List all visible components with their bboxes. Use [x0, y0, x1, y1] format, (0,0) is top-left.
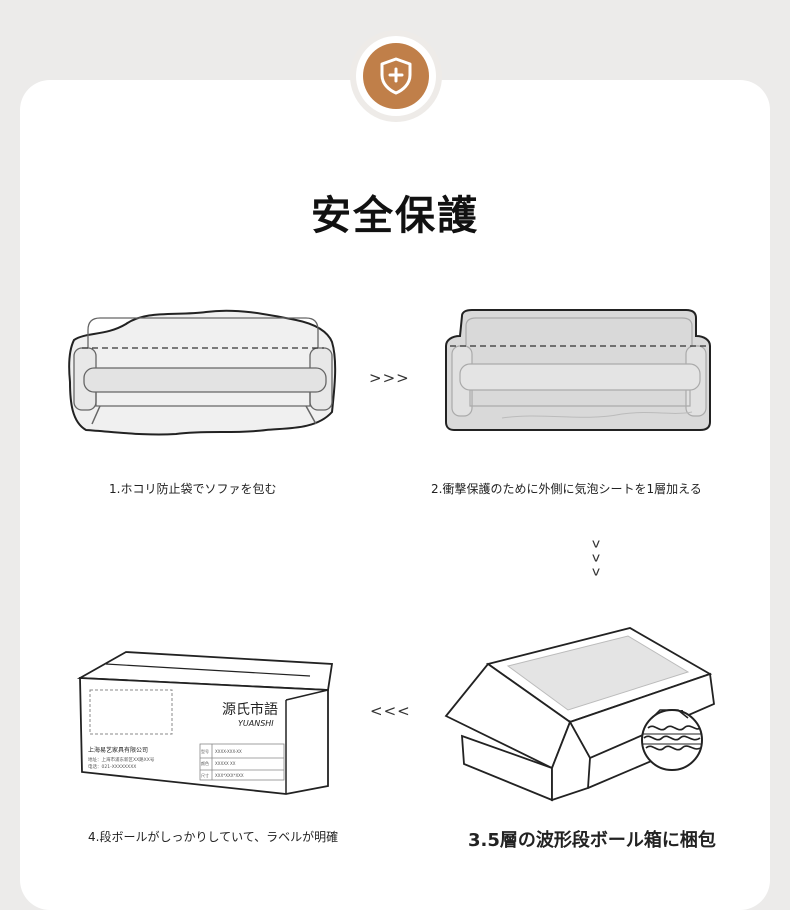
- svg-text:XXXX-XXX-XX: XXXX-XXX-XX: [215, 749, 242, 754]
- svg-text:XXX*XXX*XXX: XXX*XXX*XXX: [215, 773, 244, 778]
- step-4-caption: 4.段ボールがしっかりしていて、ラベルが明確: [88, 830, 339, 844]
- svg-text:型号: 型号: [201, 748, 209, 754]
- box-phone: 电话：021-XXXXXXXX: [88, 763, 136, 770]
- arrow-right: >>>: [369, 369, 410, 387]
- sofa-bubble-wrap-illustration: [445, 309, 711, 431]
- box-company: 上海易艺家具有限公司: [88, 746, 148, 754]
- box-brand-sub: YUANSHI: [238, 719, 274, 728]
- svg-text:尺寸: 尺寸: [201, 772, 209, 778]
- svg-text:颜色: 颜色: [201, 760, 209, 766]
- box-address: 地址：上海市浦东新区XX路XX号: [88, 756, 155, 763]
- sofa-dust-bag-illustration: [68, 309, 337, 436]
- step-3-caption: 3.5層の波形段ボール箱に梱包: [468, 830, 716, 851]
- step-1-caption: 1.ホコリ防止袋でソファを包む: [109, 482, 277, 496]
- arrow-left: <<<: [370, 702, 411, 720]
- arrow-down: v v v: [591, 536, 601, 580]
- open-box-illustration: [444, 627, 715, 802]
- svg-text:XXXXX XX: XXXXX XX: [215, 761, 236, 766]
- labeled-box-illustration: 源氏市語 YUANSHI 上海易艺家具有限公司 地址：上海市浦东新区XX路XX号…: [76, 651, 334, 795]
- page-title: 安全保護: [311, 193, 479, 239]
- box-brand: 源氏市語: [222, 701, 278, 718]
- shield-plus-icon: [363, 43, 429, 109]
- step-2-caption: 2.衝撃保護のために外側に気泡シートを1層加える: [431, 482, 702, 496]
